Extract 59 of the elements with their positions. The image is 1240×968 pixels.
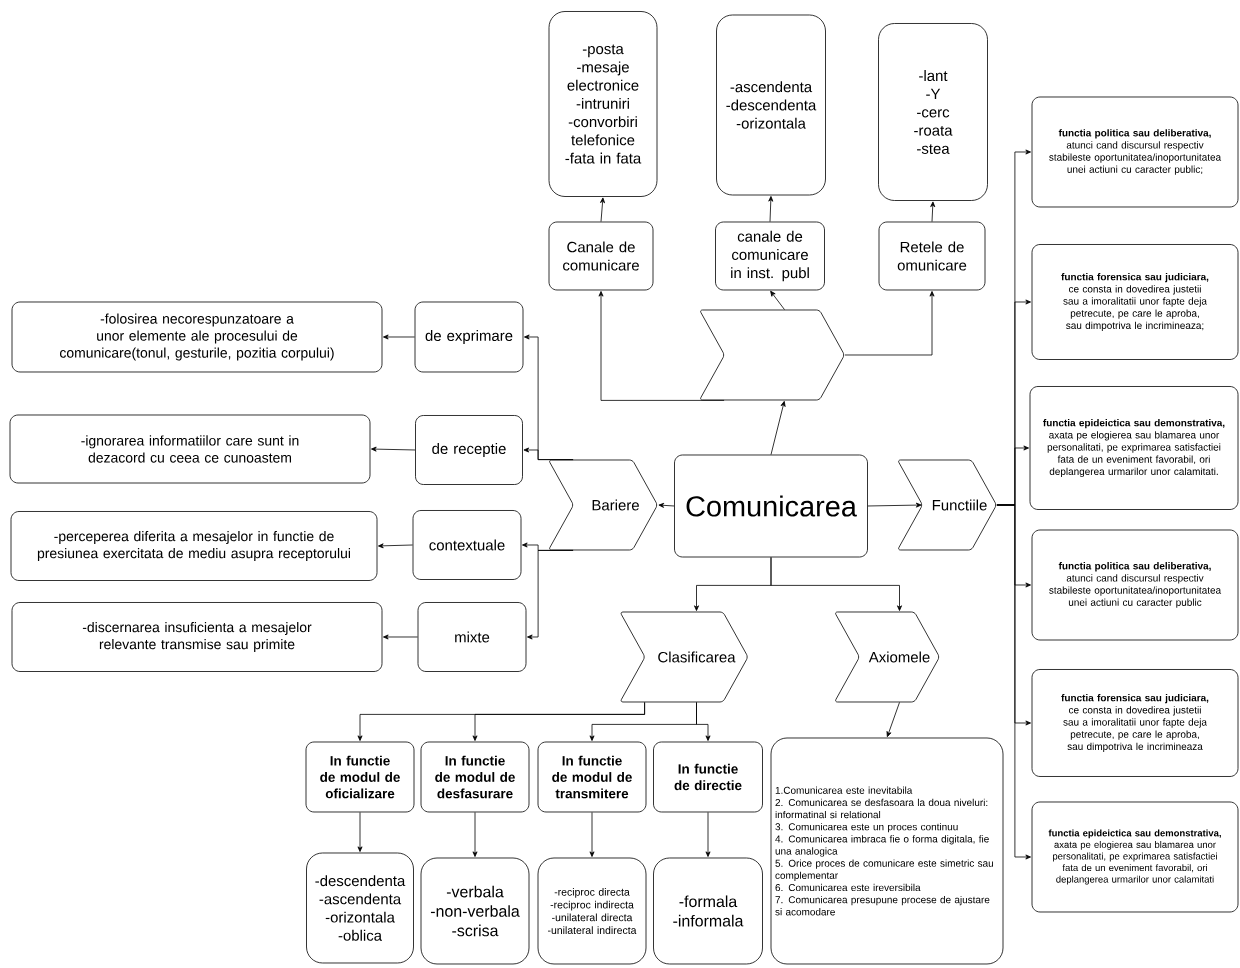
- arrow: [357, 812, 363, 852]
- arrow: [658, 502, 675, 508]
- chevron-box: Bariere: [549, 459, 658, 551]
- description-box: -perceperea diferita a mesajelor in functie de presiunea exercitata de mediu asupra receptorului: [10, 511, 378, 581]
- arrow: [705, 812, 711, 857]
- arrow: [371, 446, 416, 452]
- arrow: [930, 201, 936, 222]
- list-box: -descendenta -ascendenta -orizontala -oblica: [306, 852, 414, 964]
- description-box: functia epideictica sau demonstrativa, axata pe elogierea sau blamarea unor personalitati, pe exprimarea satisfactiei fata de un eveniment favorabil, ori deplangerea urmarilor unor calamitati: [1031, 801, 1239, 913]
- list-box: -ascendenta -descendenta -orizontala: [716, 14, 826, 196]
- arrow: [600, 197, 605, 222]
- concept-box: de receptie: [415, 415, 523, 485]
- concept-box: contextuale: [412, 510, 522, 580]
- arrow: [383, 634, 418, 640]
- category-box: In functie de directie: [653, 741, 763, 813]
- description-box: functia forensica sau judiciara, ce consta in dovedirea justetii sau a imoralitatii unor fapte deja petrecute, pe care le aproba, sau dimpotriva le incrimineaza: [1031, 669, 1239, 777]
- concept-box: Canale de comunicare: [548, 221, 654, 291]
- arrow: [770, 401, 786, 455]
- description-box: functia forensica sau judiciara, ce consta in dovedirea justetii sau a imoralitatii unor fapte deja petrecute, pe care le aproba, sau dimpotriva le incrimineaza;: [1031, 244, 1239, 360]
- arrow: [844, 291, 935, 356]
- description-box: -folosirea necorespunzatoare a unor elemente ale procesului de comunicare(tonul, gesturile, pozitia corpului): [11, 301, 383, 373]
- central-box: Comunicarea: [674, 454, 868, 558]
- chevron-box: Functiile: [898, 459, 997, 551]
- list-box: -reciproc directa -reciproc indirecta -unilateral directa -unilateral indirecta: [537, 857, 647, 965]
- list-box: -lant -Y -cerc -roata -stea: [878, 23, 988, 201]
- arrow: [383, 334, 415, 340]
- chevron-box: Clasificarea: [620, 611, 748, 703]
- arrow: [996, 504, 1031, 860]
- description-box: -ignorarea informatiilor care sunt in dezacord cu ceea ce cunoastem: [9, 414, 371, 484]
- category-box: In functie de modul de transmitere: [537, 741, 647, 813]
- arrow: [378, 543, 413, 549]
- description-box: functia epideictica sau demonstrativa, axata pe elogierea sau blamarea unor personalitati, pe exprimarea satisfactiei fata de un eveniment favorabil, ori deplangerea urmarilor unor calamitati.: [1029, 386, 1239, 510]
- list-box: -formala -informala: [653, 857, 763, 965]
- arrow: [523, 447, 574, 460]
- arrow: [589, 812, 595, 857]
- arrow: [886, 702, 900, 738]
- concept-box: de exprimare: [414, 301, 524, 373]
- arrow: [472, 702, 645, 741]
- arrow: [768, 196, 774, 222]
- list-box: -verbala -non-verbala -scrisa: [420, 857, 530, 965]
- category-box: In functie de modul de desfasurare: [420, 741, 530, 813]
- concept-box: mixte: [417, 602, 527, 672]
- list-box: -posta -mesaje electronice -intruniri -convorbiri telefonice -fata in fata: [548, 11, 658, 197]
- arrow: [598, 291, 725, 401]
- description-box: -discernarea insuficienta a mesajelor relevante transmise sau primite: [11, 602, 383, 672]
- concept-box: Retele de omunicare: [878, 221, 986, 291]
- arrow: [770, 290, 785, 310]
- category-box: In functie de modul de oficializare: [305, 741, 415, 813]
- arrow: [472, 812, 478, 857]
- arrow: [696, 702, 711, 741]
- description-box: functia politica sau deliberativa, atunci cand discursul respectiv stabileste oportunitatea/inoportunitatea unei actiuni cu caracter public;: [1031, 96, 1239, 208]
- description-box: functia politica sau deliberativa, atunci cand discursul respectiv stabileste oportunitatea/inoportunitatea unei actiuni cu caracter public: [1031, 529, 1239, 641]
- concept-box: canale de comunicare in inst. publ: [715, 221, 825, 291]
- arrow: [770, 557, 902, 611]
- chevron-box: Axiomele: [835, 611, 940, 703]
- arrow: [527, 550, 574, 640]
- axioms-box: 1.Comunicarea este inevitabila 2. Comunicarea se desfasoara la doua niveluri: informatinal si relational 3. Comunicarea este un proces continuu 4. Comunicarea imbraca fie o forma digitala, fie una analogica 5. Orice proces de comunicare este simetric sau complementar 6. Comunicarea este ireversibila 7. Comunicarea presupune procese de ajustare si acomodare: [770, 737, 1004, 965]
- chevron-shape: [700, 309, 845, 401]
- arrow: [867, 502, 922, 508]
